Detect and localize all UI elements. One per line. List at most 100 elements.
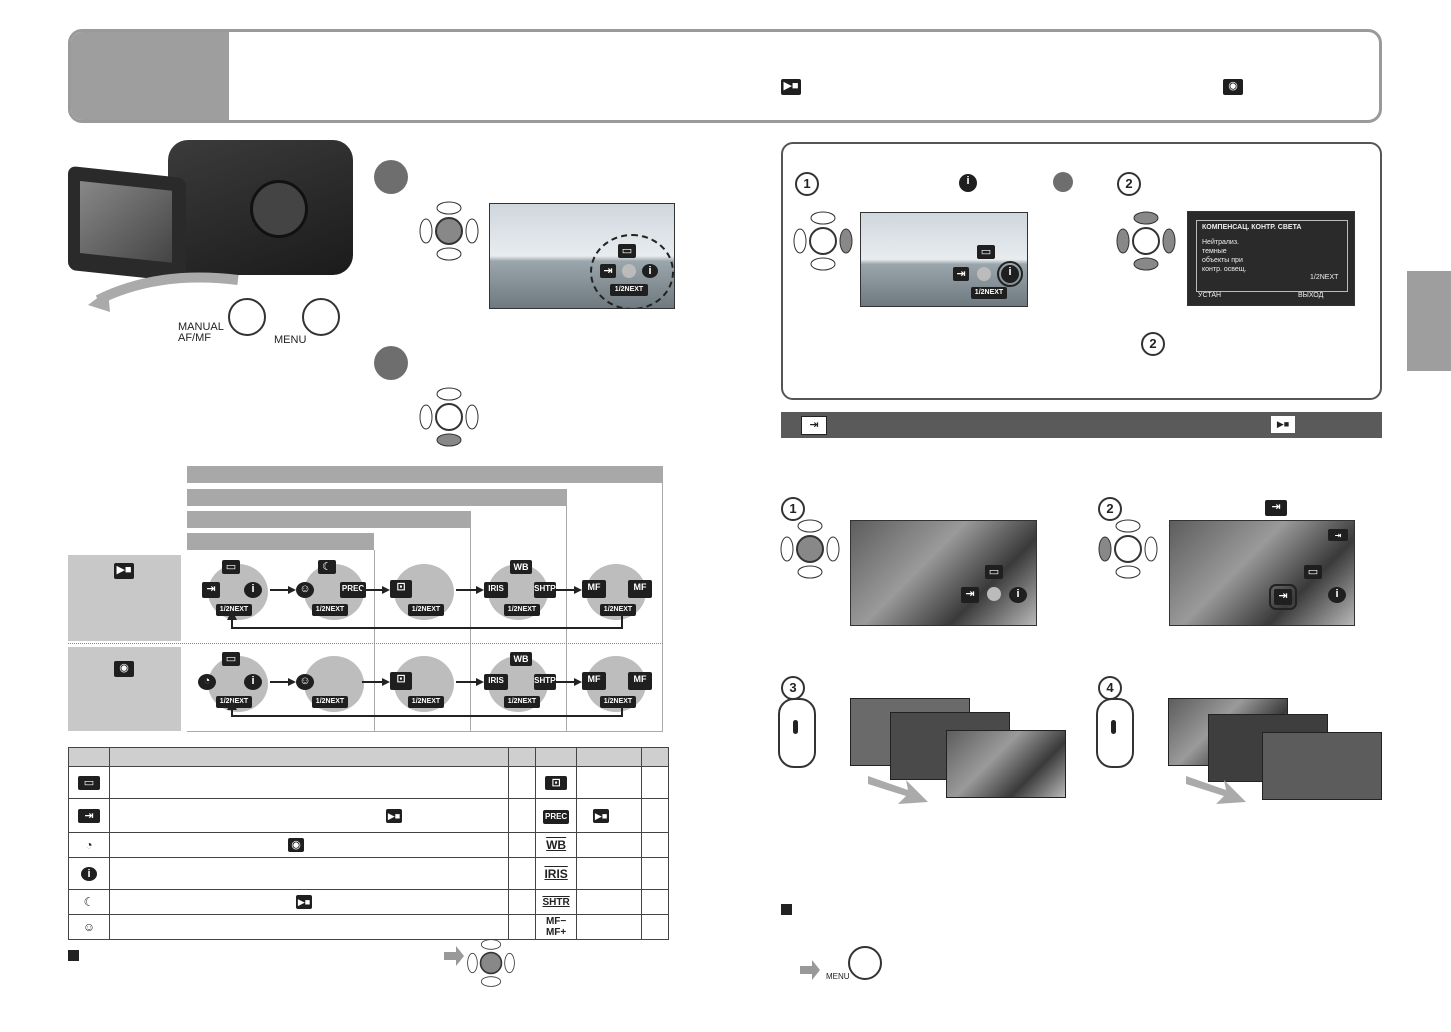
wb-icon: WB [510,652,532,666]
menu-small-label: MENU [826,972,850,981]
level-bar-3 [187,511,471,528]
movie-camera-icon: ▶■ [114,563,134,579]
step-number: 3 [781,676,805,700]
backlight-on-indicator-icon: ⇥ [1328,529,1348,541]
shutter-icon: SHTR [535,889,578,915]
center-dot [622,264,636,278]
movie-chain-arrows [227,586,623,629]
joystick-all-directions-icon [1116,211,1176,271]
next-page-label: 1/2NEXT [216,604,252,616]
scene-mode-icon: ⊡ [390,580,412,598]
help-footer-exit: ВЫХОД [1298,292,1324,299]
soft-skin-icon: ☺ [296,674,314,690]
lcd-beach-screen: ⇥ i ▭ 1/2NEXT [489,203,675,309]
menu-label: MENU [274,334,307,346]
info-icon: i [244,674,262,690]
next-page-label: 1/2NEXT [504,604,540,616]
still-camera-icon: ◉ [288,838,304,852]
help-line-4: контр. освещ. [1202,266,1247,273]
self-timer-icon: ◔ [198,674,216,690]
self-timer-icon: ◔ [85,838,93,852]
manual-af-mf-label: MANUAL AF/MF [178,321,224,344]
wb-icon: WB [510,560,532,574]
icon-reference-table: ▭ ⊡ ⇥ ▶■ PREC ▶■ ◔ ◉ WB i IRIS ☾ ▶■ SHTR… [68,747,669,940]
table-row: ☺ MF− MF+ [68,914,669,940]
info-icon: i [81,867,97,881]
backlight-icon: ⇥ [801,416,827,435]
mf-minus-icon: MF− [545,916,567,927]
info-icon: i [642,264,658,278]
wb-icon: WB [535,832,578,858]
mf-plus-icon: MF [628,580,652,598]
movie-camera-icon: ▶■ [386,808,403,823]
backlight-icon: ⇥ [202,582,220,598]
next-page-label: 1/2NEXT [408,604,444,616]
iris-icon: IRIS [535,857,578,890]
info-icon: i [244,582,262,598]
next-page-label: 1/2NEXT [312,604,348,616]
backlight-icon: ⇥ [78,809,100,823]
fade-icon: ▭ [618,244,636,258]
info-icon: i [1009,587,1027,603]
step-number: 4 [1098,676,1122,700]
backlight-icon: ⇥ [961,587,979,603]
camcorder-illustration: MANUAL AF/MF MENU [68,140,358,350]
fade-in-frame-3 [946,730,1066,798]
table-row: ⇥ ▶■ PREC ▶■ [68,798,669,833]
icon-highlight-ring [590,234,674,308]
table-row: i IRIS [68,857,669,890]
fade-icon: ▭ [977,245,995,259]
photo-mode-row-label: ◉ [68,647,181,731]
lcd-beach-screen-info: ⇥ i ▭ 1/2NEXT [860,212,1028,307]
info-icon: i [959,174,977,192]
help-page-label: 1/2NEXT [1310,274,1339,281]
next-page-label: 1/2NEXT [504,696,540,708]
page-header: ▶■ ◉ [68,29,1382,123]
fade-arrow-icon [868,776,928,804]
scene-mode-icon: ⊡ [390,672,412,690]
movie-camera-icon: ▶■ [296,895,312,909]
shutter-icon: SHTR [534,582,556,598]
fade-icon: ▭ [985,565,1003,579]
help-line-1: Нейтрализ. [1202,239,1239,246]
manual-af-mf-button[interactable] [228,298,266,336]
step-marker-2 [374,346,408,380]
section-banner: ⇥ ▶■ [781,412,1382,438]
lcd-screen [80,181,172,263]
arrow-right-icon [444,946,464,966]
backlight-icon: ⇥ [953,267,969,281]
next-page-label: 1/2NEXT [610,284,648,296]
camera-joystick [250,180,308,238]
still-camera-icon: ◉ [1223,79,1243,95]
next-page-label: 1/2NEXT [600,604,636,616]
fade-icon: ▭ [78,776,100,790]
iris-icon: IRIS [484,582,508,598]
level-bar-1 [187,466,663,483]
step-number: 2 [1141,332,1165,356]
backlight-icon-selected: ⇥ [1269,584,1297,610]
prec-icon: PREC [340,582,366,598]
movie-camera-icon: ▶■ [593,808,610,823]
record-button-press-icon [778,698,816,768]
step-marker-1 [374,160,408,194]
fade-icon: ▭ [222,560,240,574]
level-bar-2 [187,489,567,506]
backlight-icon: ⇥ [1265,500,1287,516]
menu-button-icon [848,946,882,980]
level-bar-4 [187,533,374,550]
mf-minus-icon: MF [582,672,606,690]
open-lcd-arrow-icon [88,272,239,312]
movie-camera-icon: ▶■ [781,79,801,95]
help-footer-set: УСТАН [1198,292,1222,299]
step-number: 2 [1098,497,1122,521]
movie-mode-row-label: ▶■ [68,555,181,641]
step-number: 1 [781,497,805,521]
info-icon: i [1328,587,1346,603]
mf-minus-icon: MF [582,580,606,598]
help-line-3: объекты при [1202,257,1243,264]
bullet-square [68,950,79,961]
joystick-press-center-icon [467,939,515,987]
menu-button[interactable] [302,298,340,336]
low-light-icon: ☾ [318,560,336,574]
step-number: 1 [795,172,819,196]
